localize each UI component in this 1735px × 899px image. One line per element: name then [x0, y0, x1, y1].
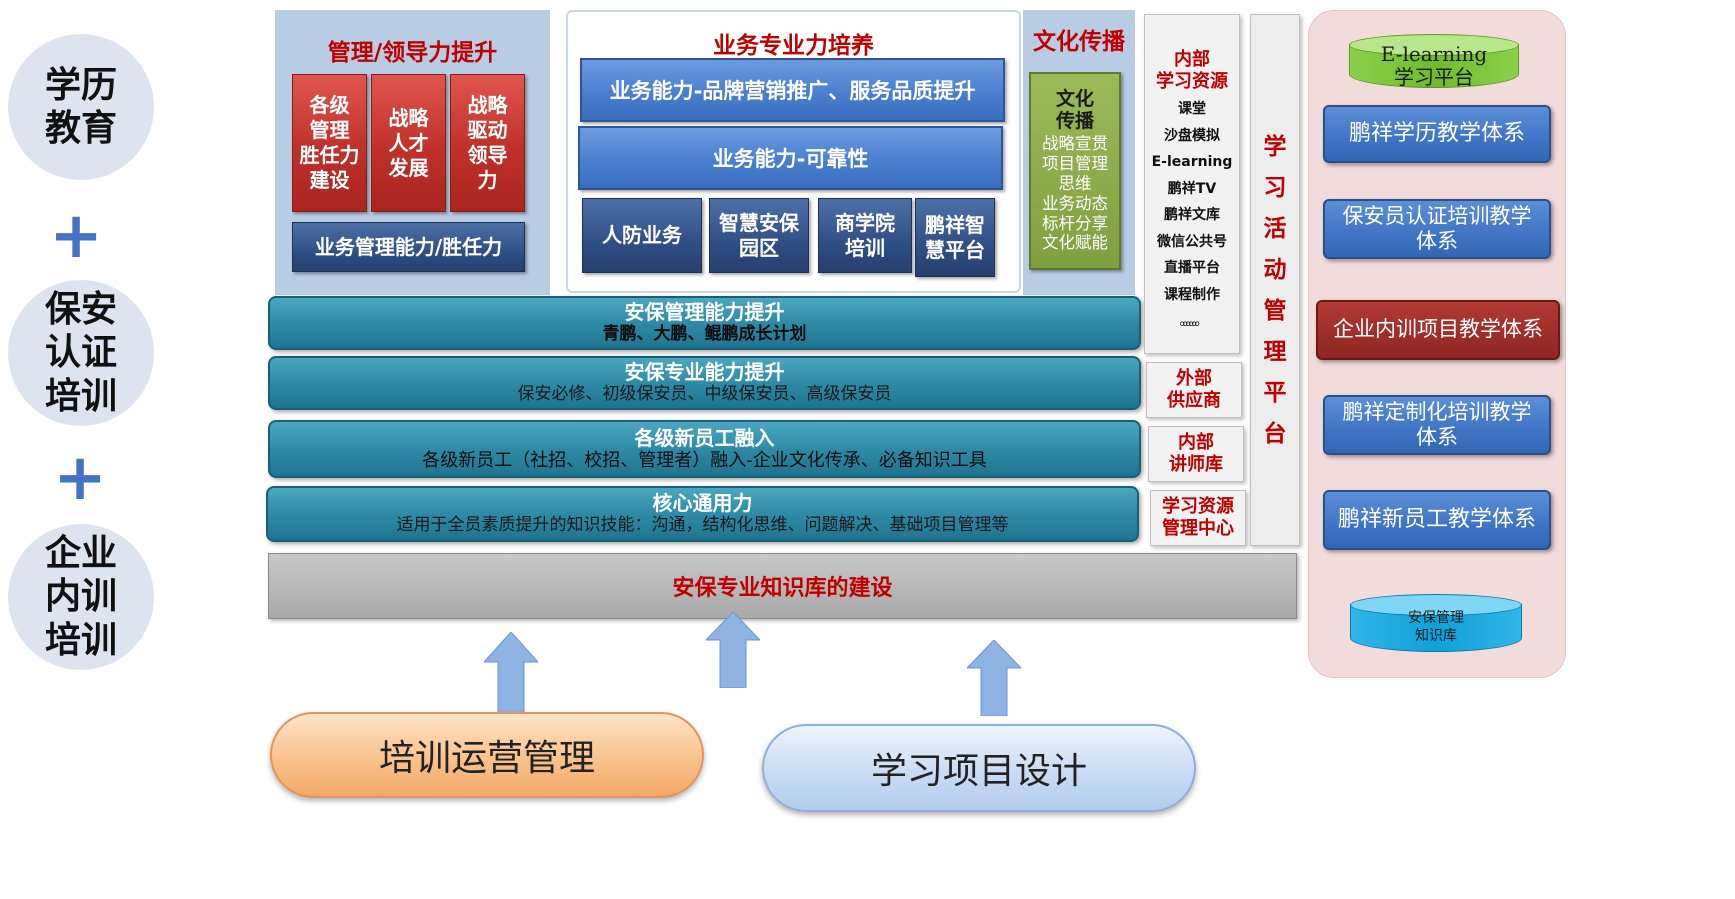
elearning-cylinder-top: [1349, 34, 1519, 56]
business-box-smart-platform: 鹏祥智 慧平台: [915, 198, 995, 277]
circle-security-certification: 保安 认证 培训: [8, 280, 154, 426]
resource-item: 沙盘模拟: [1164, 127, 1220, 144]
layer-subtitle: 青鹏、大鹏、鲲鹏成长计划: [602, 324, 807, 345]
internal-lecturer-box: 内部 讲师库: [1148, 426, 1244, 482]
training-operations-pill: 培训运营管理: [270, 712, 704, 798]
culture-box: 文化 传播 战略宣贯 项目管理 思维 业务动态 标杆分享 文化赋能: [1029, 72, 1121, 270]
platform-char: 台: [1263, 421, 1287, 447]
knowledge-base-foundation: 安保专业知识库的建设: [268, 553, 1297, 619]
layer-title: 安保管理能力提升: [624, 300, 785, 325]
culture-item: 项目管理: [1042, 154, 1108, 174]
system-box-new-employee: 鹏祥新员工教学体系: [1323, 490, 1551, 550]
culture-item: 战略宣贯: [1042, 134, 1108, 154]
system-box-academic: 鹏祥学历教学体系: [1323, 105, 1551, 163]
plus-icon: +: [49, 199, 103, 273]
system-box-enterprise-training: 企业内训项目教学体系: [1316, 300, 1560, 360]
culture-title: 文化传播: [1033, 29, 1125, 55]
platform-char: 理: [1263, 339, 1287, 365]
resource-item: 鹏祥TV: [1167, 180, 1217, 197]
platform-char: 习: [1263, 175, 1287, 201]
layer-title: 各级新员工融入: [634, 425, 775, 450]
knowledge-base-cylinder-top: [1350, 594, 1522, 616]
internal-resources-panel: 内部 学习资源 课堂 沙盘模拟 E-learning 鹏祥TV 鹏祥文库 微信公…: [1144, 14, 1240, 354]
system-box-customized-training: 鹏祥定制化培训教学 体系: [1323, 395, 1551, 455]
platform-char: 学: [1263, 134, 1287, 160]
culture-item: 文化赋能: [1042, 233, 1108, 253]
business-title: 业务专业力培养: [713, 33, 874, 59]
platform-char: 平: [1263, 380, 1287, 406]
platform-char: 管: [1263, 298, 1287, 324]
management-box-talent: 战略 人才 发展: [371, 74, 446, 212]
layer-subtitle: 保安必修、初级保安员、中级保安员、高级保安员: [517, 384, 892, 405]
culture-item: 业务动态: [1042, 193, 1108, 213]
up-arrow-icon: [967, 640, 1021, 716]
business-box-business-school: 商学院 培训: [818, 198, 912, 273]
culture-box-title: 文化 传播: [1055, 87, 1094, 132]
management-box-competency: 各级 管理 胜任力 建设: [292, 74, 367, 212]
learning-activity-platform: 学 习 活 动 管 理 平 台: [1250, 14, 1300, 546]
resource-item: 微信公共号: [1157, 233, 1227, 250]
business-box-smart-campus: 智慧安保 园区: [709, 198, 809, 273]
layer-subtitle: 各级新员工（社招、校招、管理者）融入-企业文化传承、必备知识工具: [422, 449, 987, 471]
external-supplier-box: 外部 供应商: [1146, 362, 1242, 418]
layer-subtitle: 适用于全员素质提升的知识技能：沟通，结构化思维、问题解决、基础项目管理等: [396, 515, 1009, 536]
learning-project-design-pill: 学习项目设计: [762, 724, 1196, 812]
management-bottom-bar: 业务管理能力/胜任力: [292, 222, 525, 272]
layer-title: 安保专业能力提升: [624, 360, 785, 385]
resource-item: 课程制作: [1164, 286, 1220, 303]
resource-item-ellipsis: 。。。。。。: [1179, 313, 1209, 330]
circle-enterprise-training: 企业 内训 培训: [8, 524, 154, 670]
internal-resources-title: 内部 学习资源: [1156, 49, 1228, 92]
platform-char: 活: [1263, 216, 1287, 242]
layer-security-management: 安保管理能力提升 青鹏、大鹏、鲲鹏成长计划: [268, 296, 1141, 350]
layer-security-professional: 安保专业能力提升 保安必修、初级保安员、中级保安员、高级保安员: [268, 356, 1141, 410]
business-bar-reliability: 业务能力-可靠性: [578, 126, 1003, 190]
elearning-platform-label: E-learning 学习平台: [1380, 42, 1488, 89]
business-bar-brand: 业务能力-品牌营销推广、服务品质提升: [580, 58, 1005, 122]
circle-academic-education: 学历 教育: [8, 34, 154, 180]
system-box-security-certification: 保安员认证培训教学 体系: [1323, 199, 1551, 259]
business-box-personnel: 人防业务: [582, 198, 702, 273]
resource-item: 课堂: [1178, 101, 1206, 118]
resource-item: 鹏祥文库: [1164, 207, 1220, 224]
resource-item: E-learning: [1151, 154, 1233, 171]
up-arrow-icon: [706, 612, 760, 688]
layer-core-general: 核心通用力 适用于全员素质提升的知识技能：沟通，结构化思维、问题解决、基础项目管…: [266, 486, 1139, 542]
resource-item: 直播平台: [1164, 260, 1220, 277]
management-title: 管理/领导力提升: [327, 40, 498, 66]
layer-title: 核心通用力: [652, 491, 753, 516]
platform-char: 动: [1263, 257, 1287, 283]
up-arrow-icon: [484, 632, 538, 716]
resource-management-center-box: 学习资源 管理中心: [1150, 490, 1246, 546]
plus-icon: +: [53, 441, 107, 515]
knowledge-base-label: 安保管理 知识库: [1408, 609, 1464, 644]
layer-new-employee: 各级新员工融入 各级新员工（社招、校招、管理者）融入-企业文化传承、必备知识工具: [268, 420, 1141, 478]
culture-item: 思维: [1058, 174, 1092, 194]
management-box-leadership: 战略 驱动 领导 力: [450, 74, 525, 212]
culture-item: 标杆分享: [1042, 213, 1108, 233]
